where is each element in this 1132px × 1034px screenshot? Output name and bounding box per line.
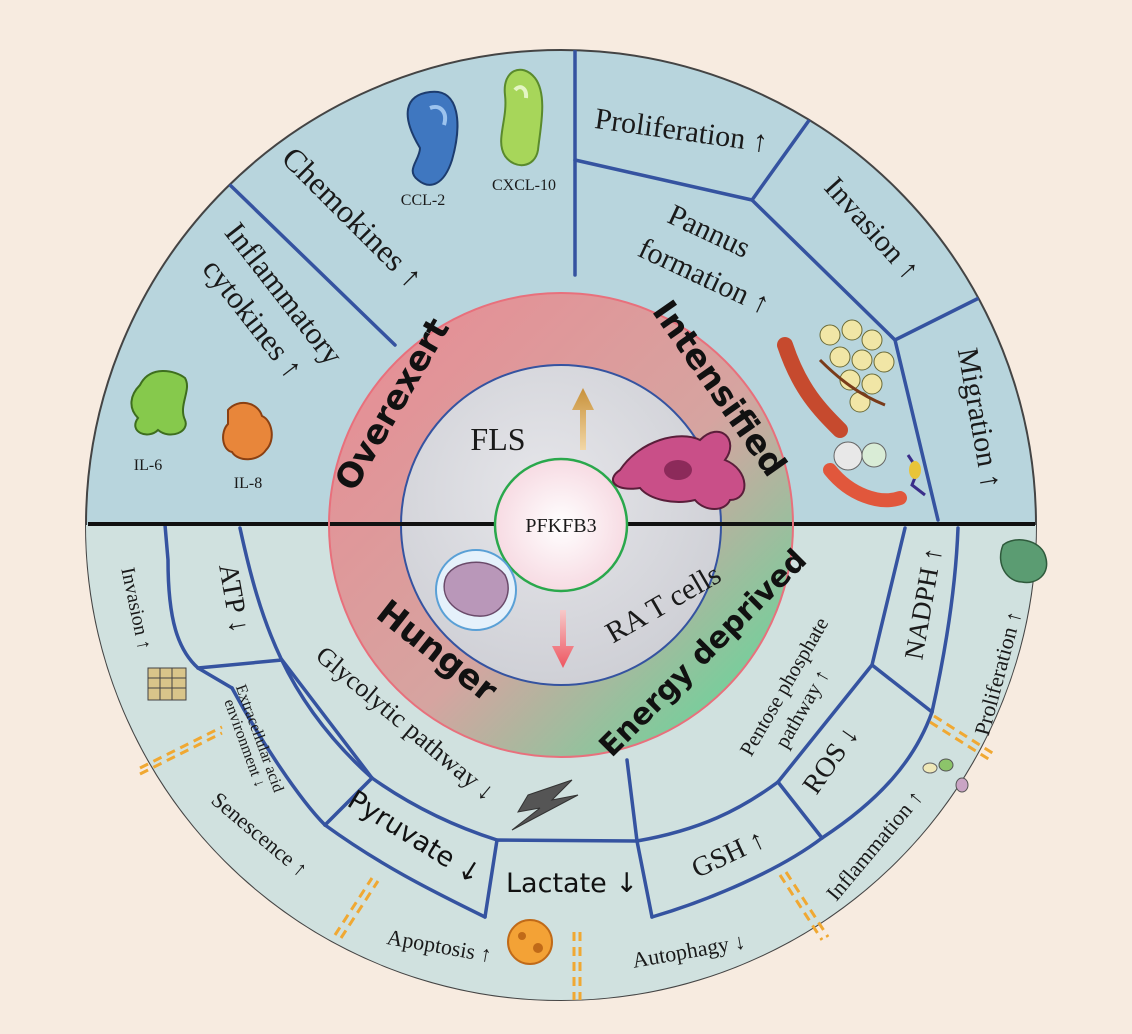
pfkfb3-label: PFKFB3 (525, 515, 596, 537)
pannus-vessel-icon (777, 319, 895, 438)
top-dividers (228, 50, 1007, 522)
lactate-label: Lactate ↓ (506, 868, 638, 899)
fls-cell-icon (612, 430, 746, 510)
migration-cells-icon (823, 441, 926, 508)
ccl2-blob-icon (406, 90, 459, 186)
dashed-dividers (139, 714, 995, 1000)
il6-label: IL-6 (134, 457, 162, 474)
il8-label: IL-8 (234, 475, 262, 492)
core-circle (493, 457, 629, 593)
apoptosis-cell-icon (507, 919, 553, 965)
proliferation-cell-icon (999, 539, 1048, 584)
t-cell-icon (435, 549, 517, 631)
down-arrow-icon (552, 610, 574, 668)
up-arrow-icon (572, 388, 594, 450)
bottom-structure (163, 523, 960, 919)
ccl2-label: CCL-2 (401, 192, 445, 209)
cxcl10-blob-icon (500, 68, 544, 166)
fls-label: FLS (470, 421, 525, 457)
il6-blob-icon (130, 370, 188, 436)
invasion-mesh-icon (147, 667, 187, 701)
inflammation-cells-icon (922, 758, 969, 793)
lightning-icon (511, 779, 579, 831)
cxcl10-label: CXCL-10 (492, 177, 556, 194)
il8-blob-icon (222, 401, 273, 461)
